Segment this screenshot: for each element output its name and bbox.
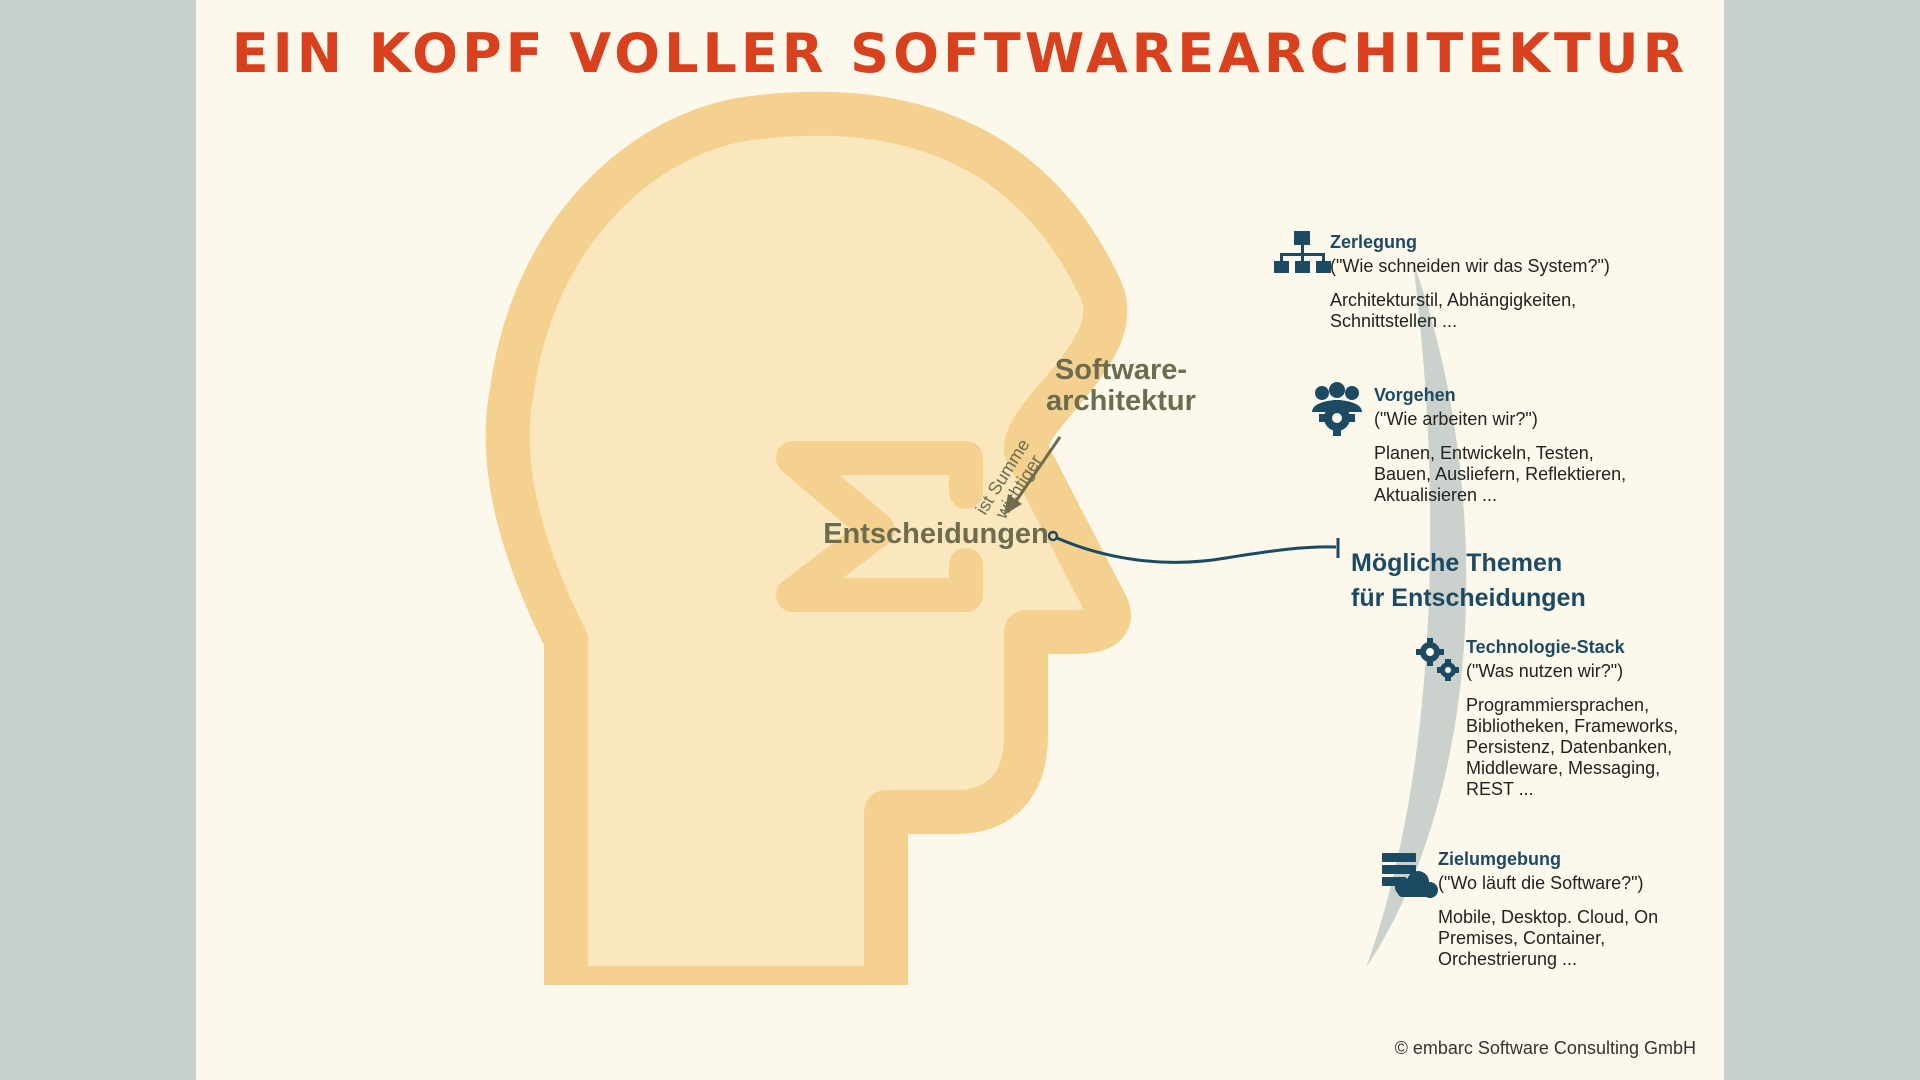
softwarearchitektur-label: Software- architektur — [1046, 354, 1196, 417]
entscheidungen-label: Entscheidungen — [823, 518, 1049, 550]
sigma-icon — [776, 441, 983, 612]
relation-arrow — [1012, 436, 1062, 505]
gears-icon — [1416, 638, 1459, 681]
connector-start — [1047, 530, 1059, 542]
hierarchy-icon — [1274, 231, 1331, 273]
topic-question: ("Wo läuft die Software?") — [1438, 873, 1644, 893]
topic-technologie-stack: Technologie-Stack ("Was nutzen wir?") Pr… — [1466, 635, 1716, 800]
topic-question: ("Wie arbeiten wir?") — [1374, 409, 1538, 429]
page-title: EIN KOPF VOLLER SOFTWAREARCHITEKTUR — [231, 22, 1689, 85]
topic-title: Technologie-Stack — [1466, 637, 1625, 657]
topic-details: Planen, Entwickeln, Testen, Bauen, Ausli… — [1374, 443, 1627, 505]
server-cloud-icon — [1382, 853, 1438, 898]
themes-label: Mögliche Themen für Entscheidungen — [1351, 549, 1586, 612]
team-gear-icon — [1312, 382, 1362, 436]
topic-vorgehen: Vorgehen ("Wie arbeiten wir?") Planen, E… — [1374, 383, 1704, 506]
copyright: © embarc Software Consulting GmbH — [1394, 1038, 1696, 1058]
topic-zielumgebung: Zielumgebung ("Wo läuft die Software?") … — [1438, 847, 1708, 970]
topics-arc — [1366, 262, 1467, 968]
connector-line — [1056, 536, 1337, 564]
diagram-canvas — [485, 91, 1467, 1080]
topic-title: Zielumgebung — [1438, 849, 1561, 869]
slide: EIN KOPF VOLLER SOFTWAREARCHITEKTUR — [196, 0, 1724, 1080]
topic-details: Programmiersprachen, Bibliotheken, Frame… — [1466, 695, 1679, 799]
topic-details: Mobile, Desktop. Cloud, On Premises, Con… — [1438, 907, 1659, 969]
topic-question: ("Was nutzen wir?") — [1466, 661, 1624, 681]
arrow-head — [1004, 494, 1022, 515]
topic-question: ("Wie schneiden wir das System?") — [1330, 256, 1610, 276]
topic-details: Architekturstil, Abhängigkeiten, Schnitt… — [1330, 290, 1577, 331]
topic-title: Zerlegung — [1330, 232, 1418, 252]
topic-zerlegung: Zerlegung ("Wie schneiden wir das System… — [1330, 230, 1660, 332]
topic-title: Vorgehen — [1374, 385, 1456, 405]
head-silhouette — [485, 91, 1131, 1010]
